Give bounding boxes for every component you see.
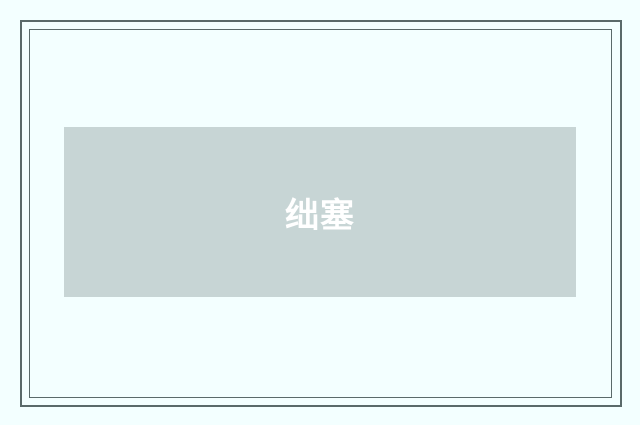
image-placeholder: 绌塞 <box>64 127 576 297</box>
placeholder-label: 绌塞 <box>285 195 355 236</box>
outer-frame <box>20 20 622 407</box>
inner-frame <box>29 29 612 398</box>
